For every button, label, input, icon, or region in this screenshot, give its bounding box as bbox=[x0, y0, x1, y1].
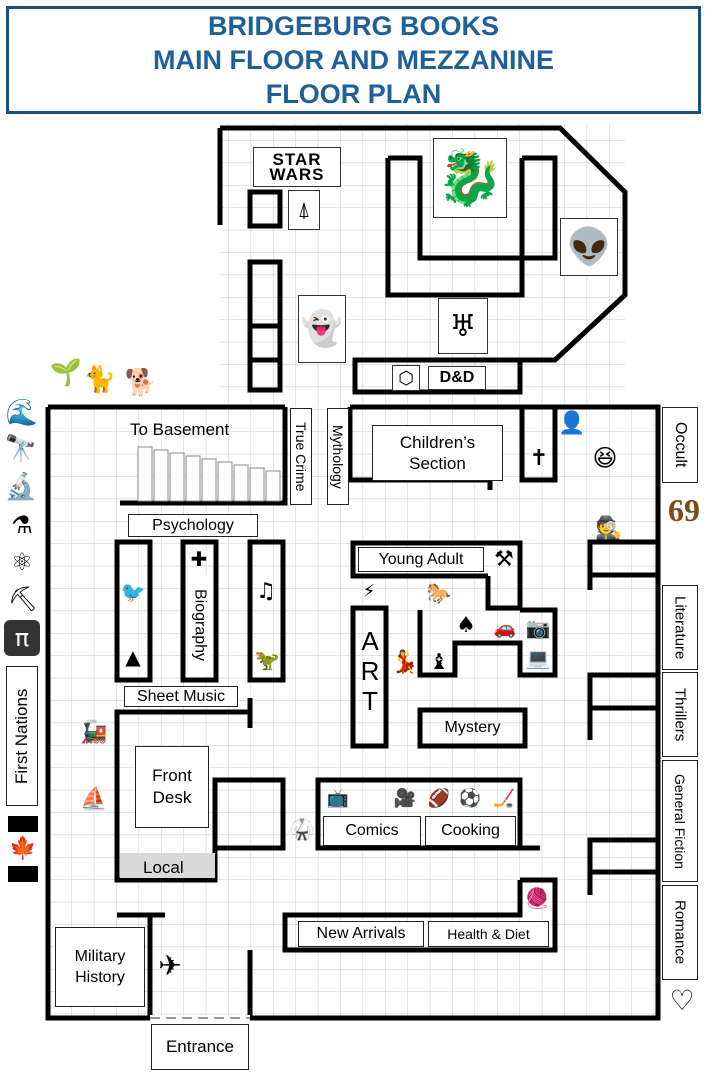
front-desk-label: Front Desk bbox=[135, 746, 209, 828]
cooking-label: Cooking bbox=[425, 816, 516, 846]
camera-icon: 📷 bbox=[525, 616, 551, 640]
train-icon: 🚂 bbox=[80, 720, 108, 745]
atom-icon: ⚛ bbox=[11, 548, 33, 576]
childrens-section-label: Children’s Section bbox=[372, 425, 503, 481]
tolkien-icon: ♅ bbox=[438, 298, 488, 354]
hockey-icon: 🏒 bbox=[492, 788, 516, 809]
local-label: Local bbox=[143, 858, 184, 877]
telescope-icon: 🔭 bbox=[4, 434, 38, 464]
yarn-icon: 🧶 bbox=[524, 886, 550, 910]
laughing-face-icon: 😆 bbox=[592, 444, 618, 472]
bird-icon: 🐦 bbox=[120, 580, 146, 604]
psychology-label: Psychology bbox=[128, 514, 258, 537]
music-note-icon: ♫ bbox=[256, 579, 276, 604]
young-adult-label: Young Adult bbox=[358, 547, 484, 572]
thrillers-label: Thrillers bbox=[662, 672, 698, 757]
airplane-icon: ✈ bbox=[158, 949, 182, 982]
horse-icon: 🐎 bbox=[426, 581, 452, 605]
head-icon: 👤 bbox=[558, 411, 586, 436]
literature-label: Literature bbox=[662, 585, 698, 670]
d20-icon: ⬡ bbox=[392, 365, 420, 391]
tools-icon: ⚒ bbox=[494, 547, 514, 572]
detective-icon: 🕵 bbox=[595, 516, 623, 541]
chess-icon: ♝ bbox=[429, 650, 449, 675]
lightning-icon: ⚡ bbox=[362, 581, 376, 602]
cancer-icon: 69 bbox=[668, 492, 700, 528]
spade-icon: ♠ bbox=[456, 613, 476, 638]
dancers-icon: 💃 bbox=[391, 650, 419, 675]
starfleet-icon: ⍋ bbox=[288, 190, 320, 230]
canada-flag-icon bbox=[8, 816, 38, 882]
cross-icon: ✝ bbox=[529, 446, 549, 471]
romance-label: Romance bbox=[662, 885, 698, 980]
title-box: BRIDGEBURG BOOKS MAIN FLOOR AND MEZZANIN… bbox=[6, 6, 701, 114]
occult-label: Occult bbox=[662, 407, 698, 483]
true-crime-label: True Crime bbox=[290, 408, 312, 505]
computer-icon: 💻 bbox=[525, 646, 551, 670]
mystery-label: Mystery bbox=[444, 719, 501, 736]
pi-icon: π bbox=[4, 620, 40, 656]
star-wars-logo: STAR WARS bbox=[253, 147, 341, 187]
comics-label: Comics bbox=[323, 816, 421, 846]
health-diet-label: Health & Diet bbox=[428, 921, 549, 947]
flask-icon: ⚗ bbox=[11, 511, 33, 539]
sheet-music-label: Sheet Music bbox=[124, 686, 238, 707]
tv-icon: 📺 bbox=[326, 788, 350, 809]
dragon-icon: 🐉 bbox=[433, 138, 507, 218]
maple-leaf-icon: 🍁 bbox=[9, 836, 37, 861]
biography-label: Biography bbox=[187, 575, 212, 675]
general-fiction-label: General Fiction bbox=[662, 760, 698, 882]
scream-mask-icon: 👻 bbox=[298, 295, 346, 363]
to-basement-label: To Basement bbox=[130, 420, 230, 439]
title-line-3: FLOOR PLAN bbox=[265, 79, 442, 109]
art-label: ART bbox=[360, 626, 380, 716]
mythology-label: Mythology bbox=[327, 408, 349, 505]
first-aid-icon: ✚ bbox=[190, 547, 208, 571]
basement-stairs bbox=[137, 446, 281, 502]
pickaxe-icon: ⛏ bbox=[7, 585, 39, 613]
plant-icon: 🌱 bbox=[49, 358, 83, 388]
first-nations-label: First Nations bbox=[6, 666, 38, 806]
pyramid-icon: ▲ bbox=[125, 645, 141, 669]
military-history-label: Military History bbox=[55, 927, 145, 1007]
karate-icon: 🥋 bbox=[289, 817, 315, 841]
wave-icon: 🌊 bbox=[5, 398, 39, 428]
new-arrivals-label: New Arrivals bbox=[298, 921, 424, 947]
heart-icon: ♡ bbox=[669, 984, 695, 1017]
local-fill bbox=[120, 853, 215, 878]
alien-icon: 👽 bbox=[560, 218, 618, 276]
movie-camera-icon: 🎥 bbox=[393, 788, 417, 809]
microscope-icon: 🔬 bbox=[4, 472, 38, 502]
football-icon: 🏈 bbox=[427, 788, 451, 809]
title-line-1: BRIDGEBURG BOOKS bbox=[207, 11, 499, 41]
ship-icon: ⛵ bbox=[80, 787, 108, 812]
soccer-icon: ⚽ bbox=[458, 788, 482, 809]
car-icon: 🚗 bbox=[493, 618, 517, 639]
cat-icon: 🐈 bbox=[83, 365, 117, 395]
entrance-label: Entrance bbox=[151, 1024, 249, 1070]
dinosaur-icon: 🦖 bbox=[254, 648, 280, 672]
dnd-logo: D&D bbox=[428, 366, 486, 390]
dog-icon: 🐕 bbox=[124, 368, 158, 398]
title-line-2: MAIN FLOOR AND MEZZANINE bbox=[153, 45, 554, 75]
